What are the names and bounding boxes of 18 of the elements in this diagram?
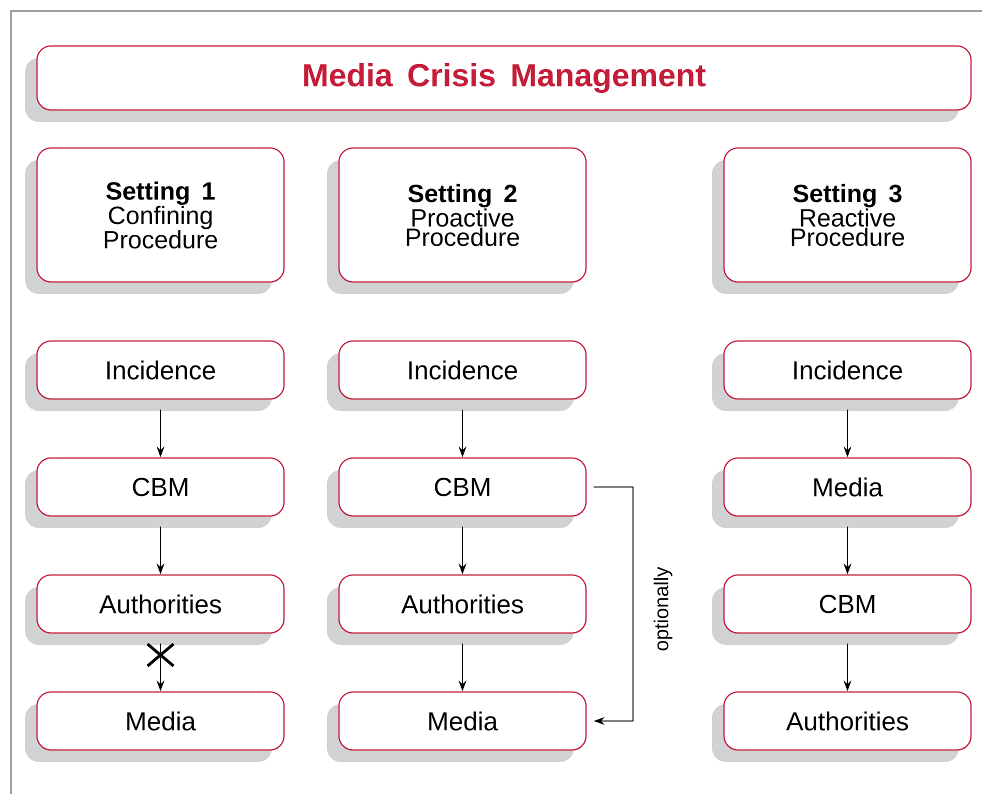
step-box: Authorities [712, 691, 972, 762]
step-box: CBM [712, 574, 972, 645]
arrow [593, 486, 634, 726]
title-box: Media Crisis Management [25, 45, 972, 122]
edge-label: optionally [654, 566, 672, 650]
step-box: Incidence [25, 340, 285, 411]
step-box: Media [327, 691, 587, 762]
step-box: Authorities [327, 574, 587, 645]
setting-box: Setting 2 Proactive Procedure [327, 147, 587, 294]
step-box: Authorities [25, 574, 285, 645]
step-box: Media [712, 457, 972, 528]
step-box: CBM [25, 457, 285, 528]
setting-box: Setting 1 Confining Procedure [25, 147, 285, 294]
step-box: Incidence [327, 340, 587, 411]
setting-box: Setting 3 Reactive Procedure [712, 147, 972, 294]
step-box: CBM [327, 457, 587, 528]
step-box: Incidence [712, 340, 972, 411]
step-box: Media [25, 691, 285, 762]
